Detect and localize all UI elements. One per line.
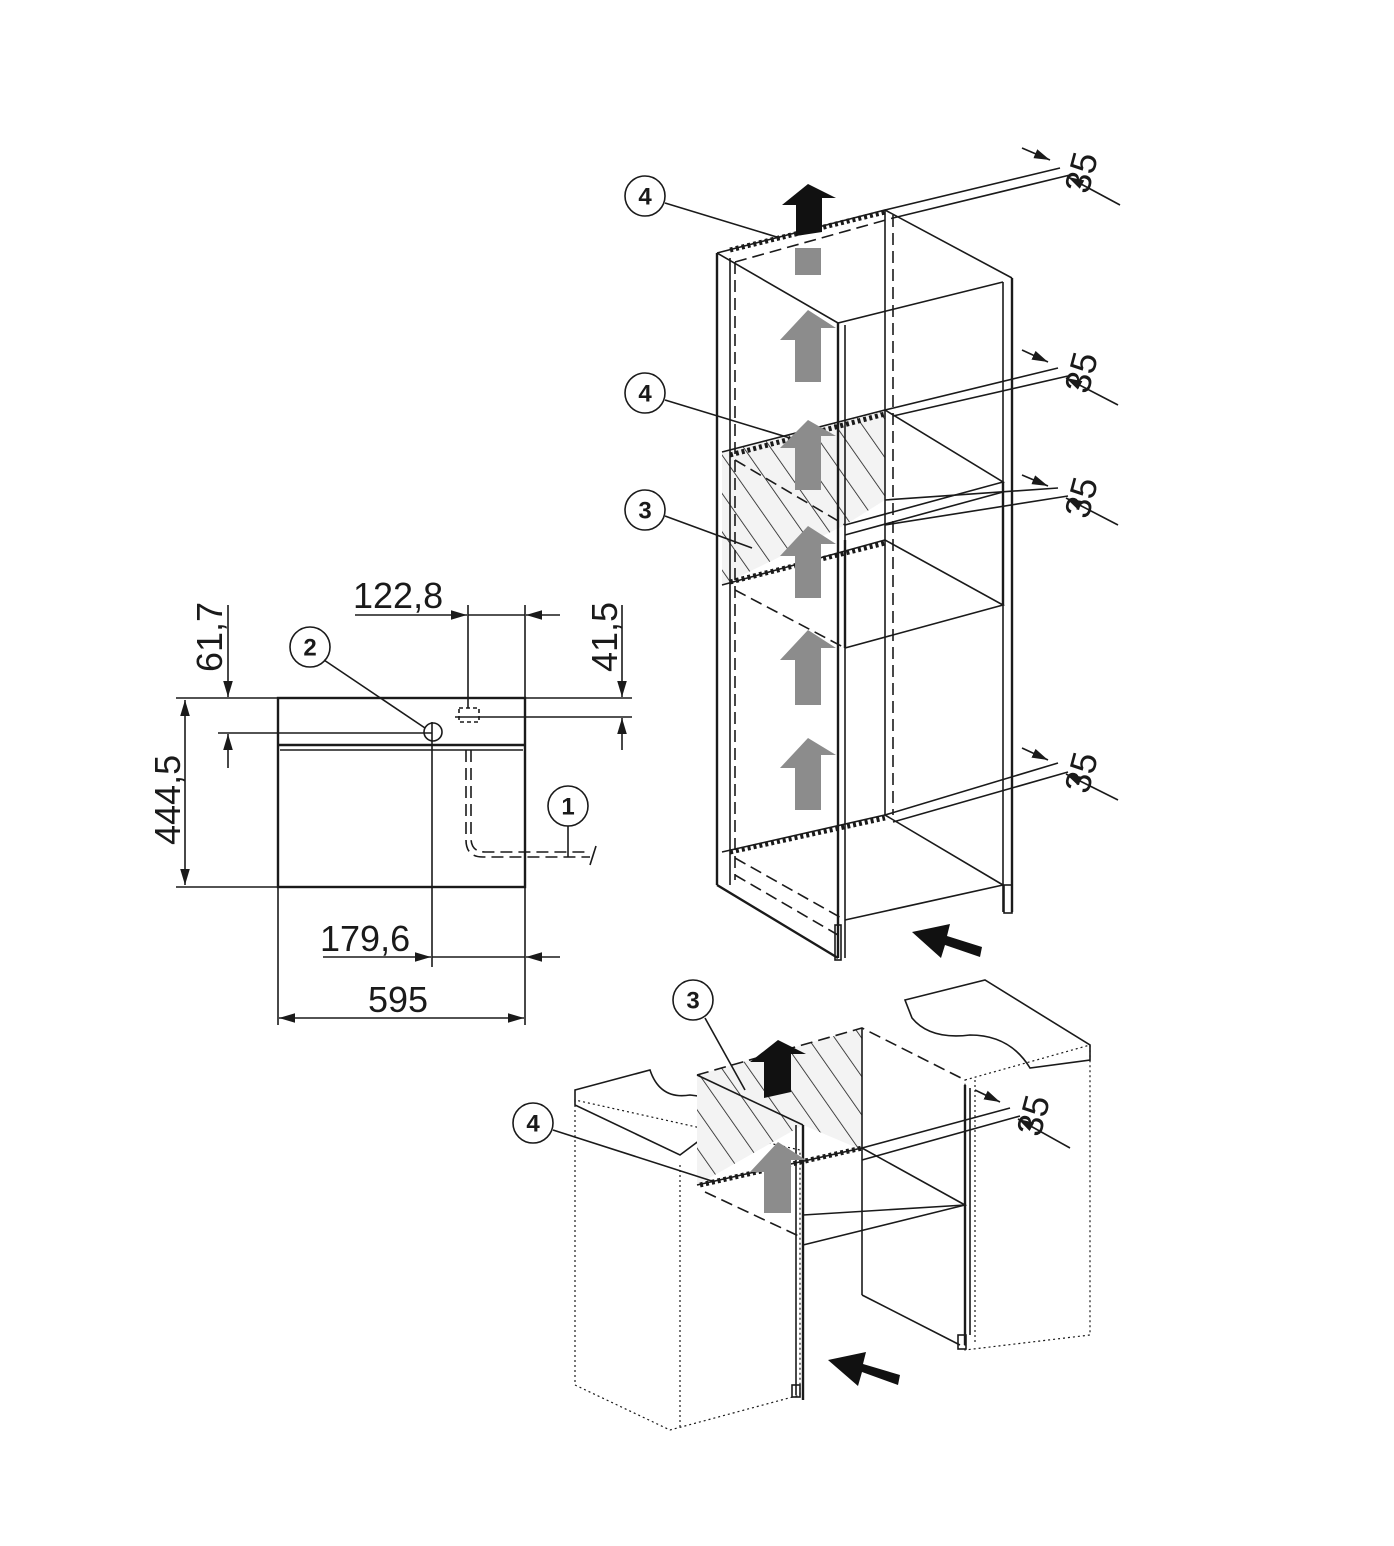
dimension-lines: 444,5 61,7 41,5 122,8 179,6 595 xyxy=(147,575,632,1025)
svg-text:1: 1 xyxy=(561,794,574,821)
svg-text:3: 3 xyxy=(638,498,651,525)
airflow-arrow-icon xyxy=(780,420,836,490)
callout-4-middle: 4 xyxy=(624,372,791,439)
dim-top-to-outlet: 61,7 xyxy=(189,602,230,672)
airflow-arrows-tall xyxy=(780,184,982,958)
callout-4-base: 4 xyxy=(512,1102,716,1183)
callout-3-tall: 3 xyxy=(624,489,753,549)
airflow-arrow-icon xyxy=(750,1142,806,1213)
gap-base: 35 xyxy=(1008,1091,1058,1140)
exhaust-arrow-icon xyxy=(750,1040,806,1098)
connection-marker xyxy=(458,707,480,723)
dim-top-to-connection: 41,5 xyxy=(584,602,625,672)
airflow-arrows-base xyxy=(750,1040,900,1386)
dim-height: 444,5 xyxy=(147,755,188,845)
hatched-panel-base xyxy=(697,1028,862,1185)
exhaust-arrow-icon xyxy=(782,184,836,236)
dim-right-to-connection: 122,8 xyxy=(353,575,443,616)
tall-cabinet xyxy=(715,209,1014,961)
svg-text:2: 2 xyxy=(303,635,316,662)
callout-1: 1 xyxy=(547,785,589,857)
svg-text:3: 3 xyxy=(686,988,699,1015)
airflow-arrow-icon xyxy=(780,630,836,705)
svg-text:4: 4 xyxy=(638,381,652,408)
callout-3-base: 3 xyxy=(672,979,746,1091)
airflow-arrow-icon xyxy=(780,310,836,382)
svg-text:4: 4 xyxy=(526,1111,540,1138)
intake-arrow-icon xyxy=(828,1352,900,1386)
callout-2: 2 xyxy=(289,626,426,729)
svg-text:4: 4 xyxy=(638,184,652,211)
countertop-right xyxy=(903,979,1091,1069)
base-cabinet xyxy=(574,979,1091,1431)
appliance-body xyxy=(276,696,527,889)
airflow-arrow-icon xyxy=(795,248,821,275)
airflow-arrow-icon xyxy=(780,526,836,598)
callout-4-top: 4 xyxy=(624,175,781,239)
dim-right-to-outlet: 179,6 xyxy=(320,918,410,959)
gap-tall-upper-shelf: 35 xyxy=(1056,348,1106,397)
intake-arrow-icon xyxy=(912,924,982,958)
connection-pipe xyxy=(465,750,590,858)
appliance-front-view xyxy=(276,696,597,889)
dim-width: 595 xyxy=(368,979,428,1020)
outlet-circle xyxy=(423,722,443,742)
airflow-arrow-icon xyxy=(780,738,836,810)
gap-tall-top: 35 xyxy=(1056,148,1106,197)
